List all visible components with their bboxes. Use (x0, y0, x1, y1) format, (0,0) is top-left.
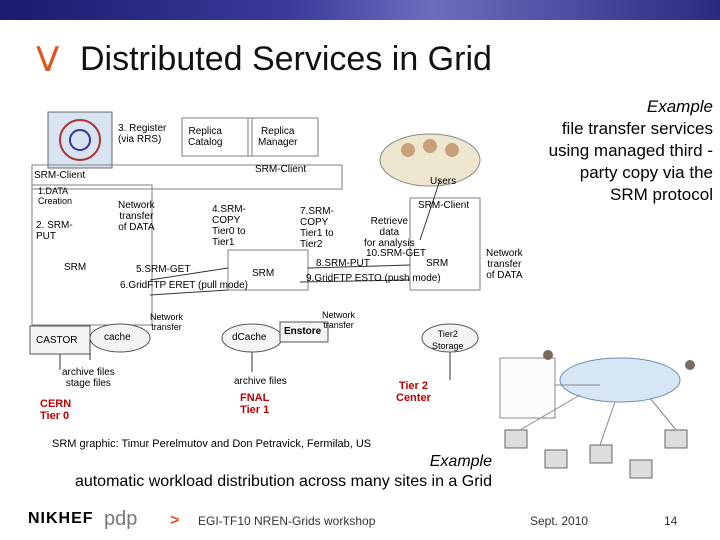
nikhef-logo: NIKHEF (28, 510, 94, 527)
srm-right-label: SRM (426, 258, 449, 269)
footer-date: Sept. 2010 (530, 514, 589, 528)
bottom-caption-italic: Example (429, 453, 492, 470)
users-label: Users (430, 176, 457, 187)
srm-put-label: 2. SRM- PUT (36, 220, 73, 242)
data-creation-label: 1.DATA Creation (38, 186, 73, 206)
srm-client-left-label: SRM-Client (34, 170, 86, 181)
archive-files-label: archive files (234, 376, 287, 387)
register-label: 3. Register (via RRS) (118, 123, 167, 145)
top-banner (0, 0, 720, 20)
tier2-storage-label: Tier2 Storage (432, 329, 464, 351)
graphic-credit: SRM graphic: Timur Perelmutov and Don Pe… (52, 438, 372, 450)
enstore-label: Enstore (284, 326, 322, 337)
srm-client-right-label: SRM-Client (418, 200, 470, 211)
pdp-logo: pdp (104, 508, 138, 530)
srm-left-label: SRM (64, 262, 87, 273)
right-caption-italic: Example (646, 97, 713, 116)
replica-manager-label: Replica Manager (258, 126, 298, 148)
srm-get-5-label: 5.SRM-GET (136, 264, 191, 275)
srm-copy-tier0-label: 4.SRM- COPY Tier0 to Tier1 (212, 204, 246, 248)
footer-arrow-icon: > (170, 512, 180, 529)
slide-title: Distributed Services in Grid (80, 40, 492, 78)
srm-client-bar (31, 164, 343, 190)
dcache-label: dCache (232, 332, 267, 343)
right-caption-text: file transfer services using managed thi… (548, 119, 713, 204)
users-icon (379, 133, 481, 187)
page-number: 14 (664, 514, 678, 528)
srm-client-center-label: SRM-Client (255, 164, 307, 175)
footer-workshop: EGI-TF10 NREN-Grids workshop (198, 514, 376, 528)
gridftp-esto-label: 9.GridFTP ESTO (push mode) (306, 273, 441, 284)
bottom-caption-text: automatic workload distribution across m… (74, 473, 492, 490)
grid-sites-illustration (499, 350, 695, 479)
tier2-center-label: Tier 2 Center (396, 380, 431, 404)
cms-logo-icon (47, 111, 113, 169)
retrieve-data-label: Retrieve data for analysis (364, 216, 415, 249)
right-caption: Example file transfer services using man… (548, 96, 713, 206)
replica-catalog-label: Replica Catalog (188, 126, 223, 148)
gridftp-eret-label: 6.GridFTP ERET (pull mode) (120, 280, 249, 291)
enstore-box (279, 321, 329, 343)
castor-label: CASTOR (36, 335, 78, 346)
network-transfer-center-label: Network transfer (322, 310, 356, 330)
srm-put-8-label: 8.SRM-PUT (316, 258, 370, 269)
network-transfer-left-label: Network transfer (150, 312, 184, 332)
cache-cylinder (89, 323, 151, 353)
srm-copy-tier1-label: 7.SRM- COPY Tier1 to Tier2 (300, 206, 334, 250)
srm-center-label: SRM (252, 268, 275, 279)
cache-label: cache (104, 332, 131, 343)
fnal-tier1-label: FNAL Tier 1 (240, 392, 270, 416)
replica-manager-box (247, 117, 319, 157)
network-transfer-data-right: Network transfer of DATA (486, 248, 523, 281)
title-bullet: V (36, 40, 60, 80)
bottom-caption: Example automatic workload distribution … (20, 452, 492, 492)
replica-catalog-box (181, 117, 253, 157)
archive-stage-label: archive files stage files (62, 367, 115, 389)
tier2-srm-box (409, 197, 481, 291)
network-transfer-data-left: Network transfer of DATA (118, 200, 155, 233)
srm-get-10-label: 10.SRM-GET (366, 248, 427, 259)
tier0-box (31, 184, 153, 326)
cern-tier0-label: CERN Tier 0 (40, 398, 72, 422)
tier1-srm-box (227, 249, 309, 291)
